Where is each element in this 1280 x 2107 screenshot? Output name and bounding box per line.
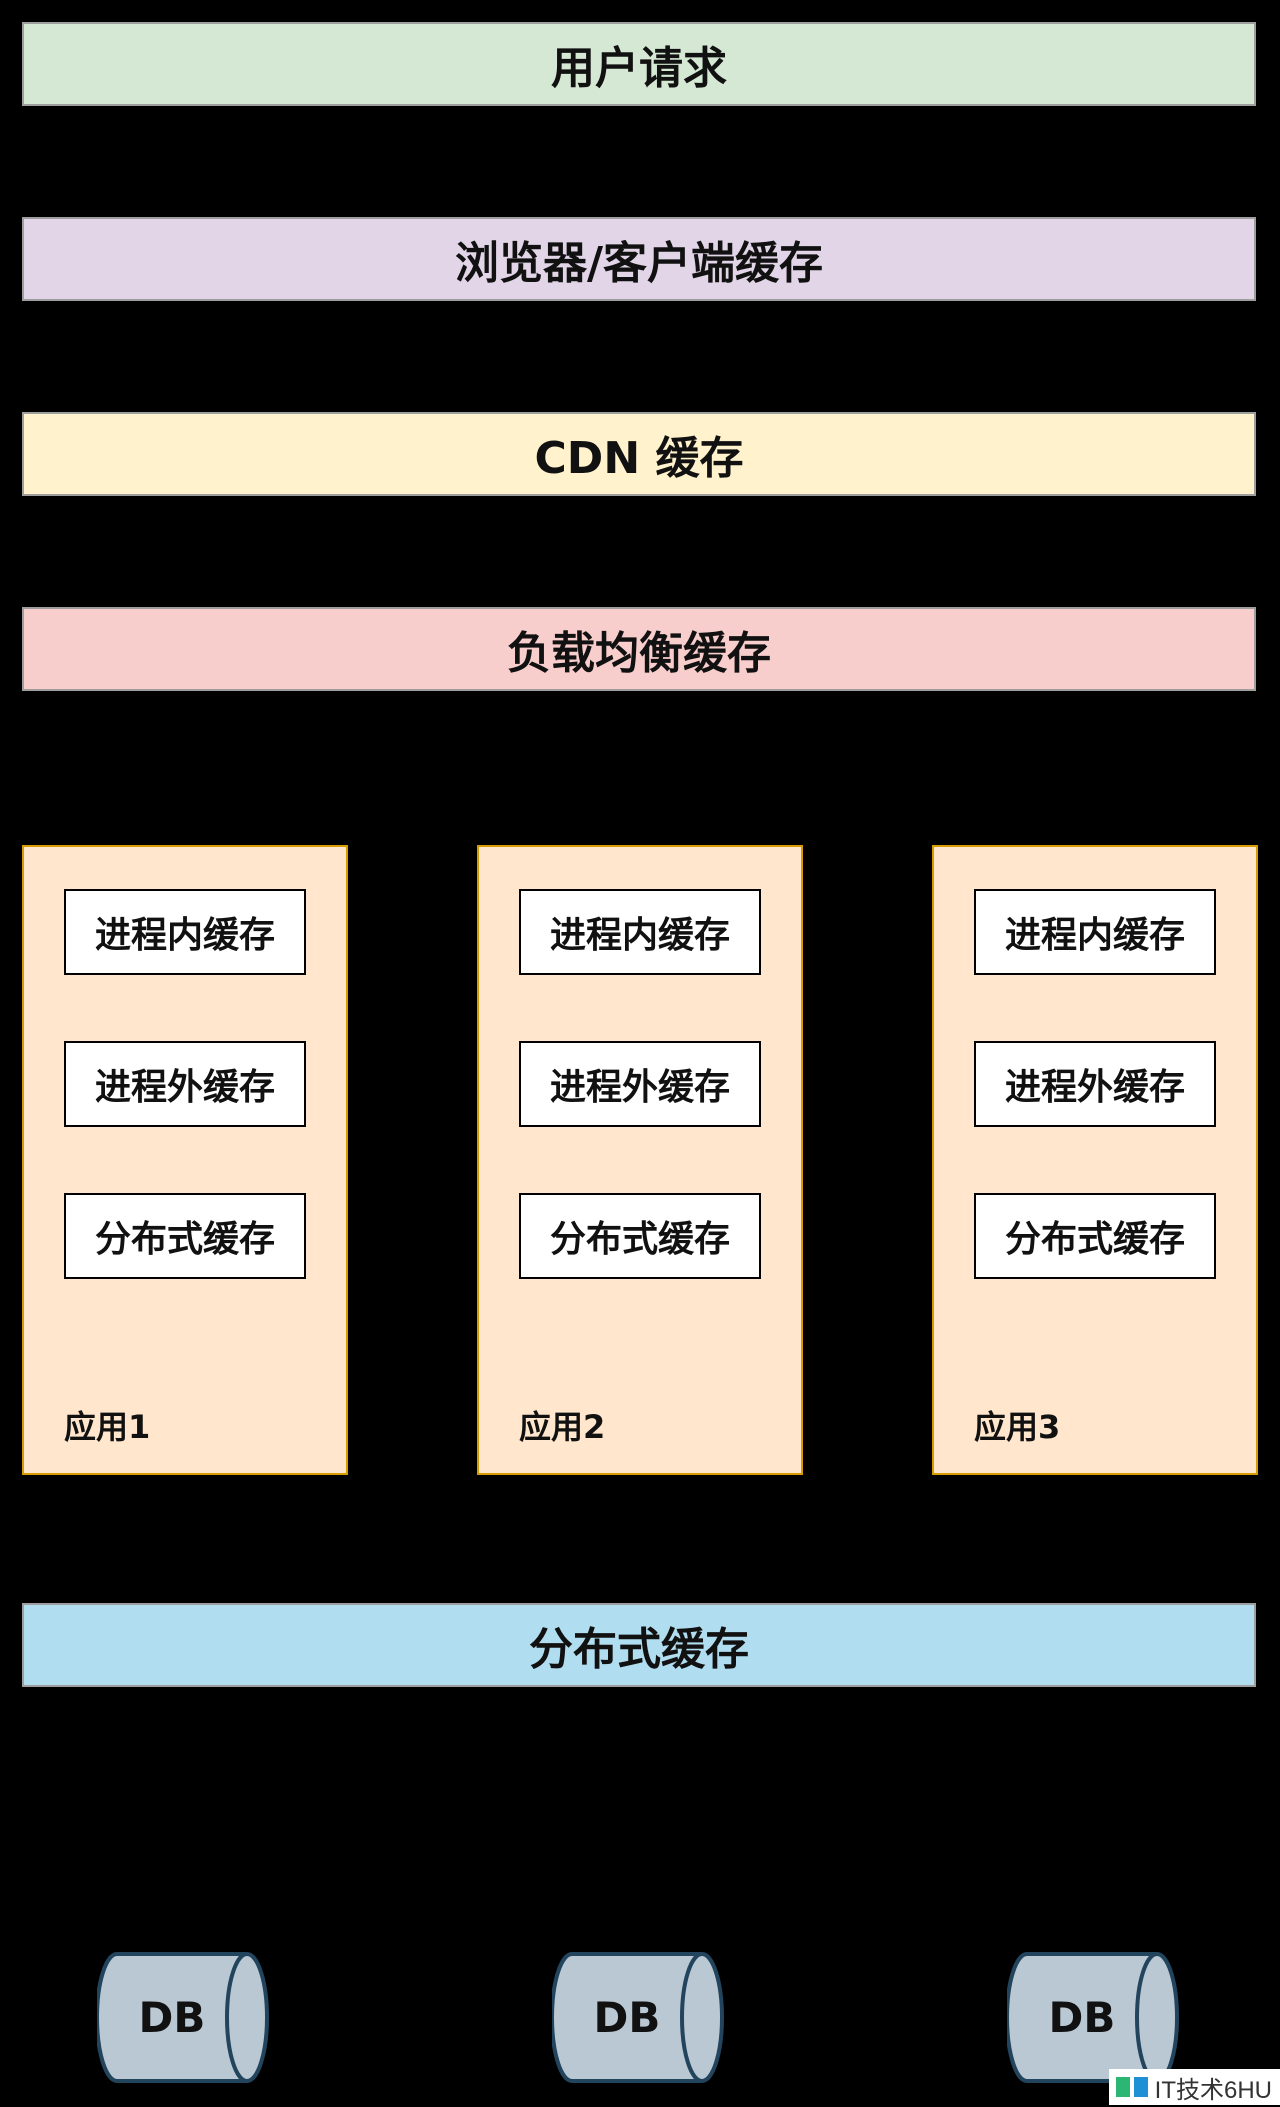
- watermark-text: IT技术6HU: [1154, 2076, 1272, 2104]
- out-of-process-cache-label: 进程外缓存: [94, 1067, 275, 1108]
- browser-cache-label: 浏览器/客户端缓存: [454, 238, 824, 289]
- user-request-label: 用户请求: [551, 43, 727, 94]
- app-distributed-cache-box: 分布式缓存: [519, 1193, 761, 1279]
- out-of-process-cache-box: 进程外缓存: [519, 1041, 761, 1127]
- database-cylinder-icon: [552, 1952, 724, 2083]
- app-label: 应用3: [974, 1408, 1061, 1446]
- user-request-layer: 用户请求: [22, 22, 1256, 106]
- in-process-cache-box: 进程内缓存: [64, 889, 306, 975]
- database-label: DB: [593, 1993, 661, 2042]
- database-1: DB: [97, 1950, 272, 2085]
- database-label: DB: [138, 1993, 206, 2042]
- in-process-cache-label: 进程内缓存: [94, 915, 275, 956]
- app-label: 应用1: [64, 1408, 151, 1446]
- cdn-cache-layer: CDN 缓存: [22, 412, 1256, 496]
- out-of-process-cache-label: 进程外缓存: [1004, 1067, 1185, 1108]
- app-distributed-cache-label: 分布式缓存: [1004, 1219, 1185, 1260]
- database-3: DB: [1007, 1950, 1182, 2085]
- app-distributed-cache-box: 分布式缓存: [974, 1193, 1216, 1279]
- out-of-process-cache-label: 进程外缓存: [549, 1067, 730, 1108]
- database-cylinder-icon: [97, 1952, 269, 2083]
- in-process-cache-box: 进程内缓存: [974, 889, 1216, 975]
- browser-cache-layer: 浏览器/客户端缓存: [22, 217, 1256, 301]
- out-of-process-cache-box: 进程外缓存: [64, 1041, 306, 1127]
- app-distributed-cache-box: 分布式缓存: [64, 1193, 306, 1279]
- database-label: DB: [1048, 1993, 1116, 2042]
- load-balancer-cache-layer: 负载均衡缓存: [22, 607, 1256, 691]
- in-process-cache-box: 进程内缓存: [519, 889, 761, 975]
- app-container-1: 进程内缓存 进程外缓存 分布式缓存 应用1: [22, 845, 348, 1475]
- app-container-3: 进程内缓存 进程外缓存 分布式缓存 应用3: [932, 845, 1258, 1475]
- distributed-cache-layer: 分布式缓存: [22, 1603, 1256, 1687]
- distributed-cache-label: 分布式缓存: [529, 1624, 749, 1675]
- cdn-cache-label: CDN 缓存: [534, 433, 744, 484]
- app-container-2: 进程内缓存 进程外缓存 分布式缓存 应用2: [477, 845, 803, 1475]
- app-label: 应用2: [519, 1408, 606, 1446]
- app-distributed-cache-label: 分布式缓存: [549, 1219, 730, 1260]
- load-balancer-cache-label: 负载均衡缓存: [507, 628, 771, 679]
- in-process-cache-label: 进程内缓存: [1004, 915, 1185, 956]
- database-2: DB: [552, 1950, 727, 2085]
- book-logo-icon: [1115, 2074, 1149, 2100]
- out-of-process-cache-box: 进程外缓存: [974, 1041, 1216, 1127]
- app-distributed-cache-label: 分布式缓存: [94, 1219, 275, 1260]
- watermark: IT技术6HU: [1108, 2069, 1280, 2105]
- in-process-cache-label: 进程内缓存: [549, 915, 730, 956]
